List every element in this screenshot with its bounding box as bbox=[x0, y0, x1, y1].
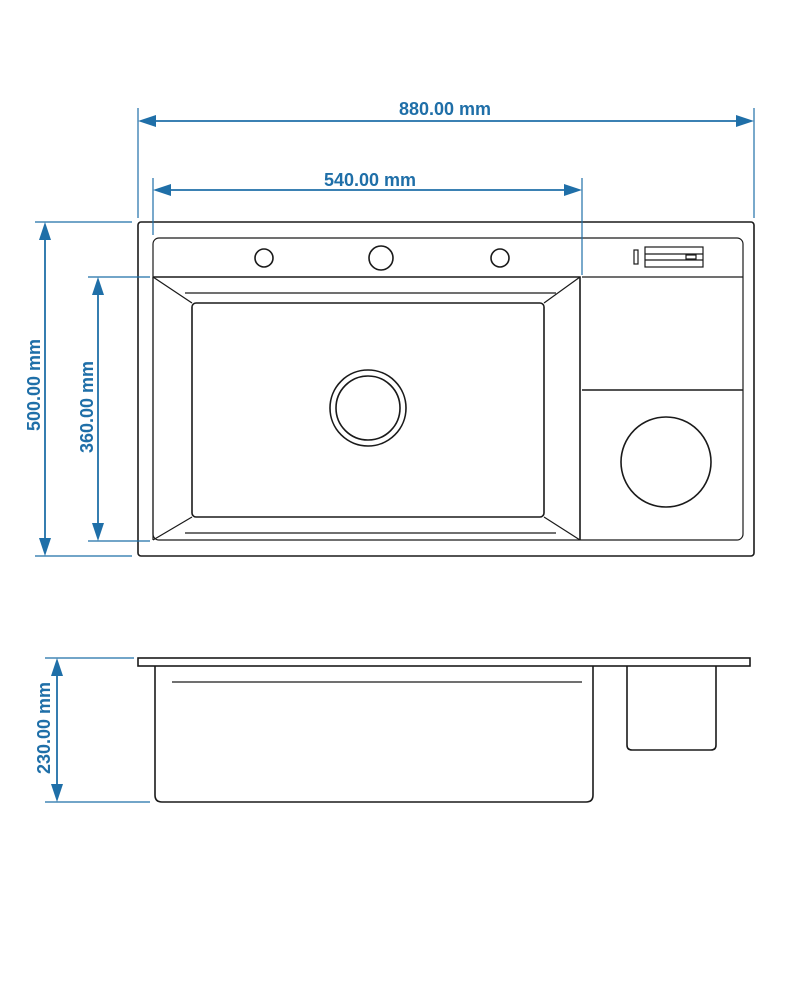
side-bowl-profile bbox=[626, 666, 717, 751]
side-bowl-circle bbox=[620, 416, 712, 508]
dim-label-bowl-height: 230.00 mm bbox=[34, 682, 54, 774]
sink-inner-frame bbox=[152, 237, 744, 541]
dimension-lines bbox=[35, 108, 755, 803]
control-panel-icon bbox=[633, 246, 704, 268]
dim-label-overall-depth: 500.00 mm bbox=[24, 339, 44, 431]
sink-outer-frame bbox=[137, 221, 755, 557]
drain-inner bbox=[335, 375, 401, 441]
faucet-hole-left bbox=[254, 248, 274, 268]
faucet-hole-right bbox=[490, 248, 510, 268]
drain-outer bbox=[329, 369, 407, 447]
main-bowl-profile bbox=[154, 666, 594, 803]
side-compartment bbox=[582, 276, 743, 508]
countertop-rim bbox=[137, 657, 751, 667]
dim-label-basin-depth: 360.00 mm bbox=[77, 361, 97, 453]
dim-label-overall-width: 880.00 mm bbox=[399, 99, 491, 119]
side-view bbox=[137, 657, 751, 803]
faucet-hole-center bbox=[368, 245, 394, 271]
main-basin bbox=[152, 276, 581, 541]
top-view bbox=[137, 221, 755, 557]
dim-label-basin-width: 540.00 mm bbox=[324, 170, 416, 190]
